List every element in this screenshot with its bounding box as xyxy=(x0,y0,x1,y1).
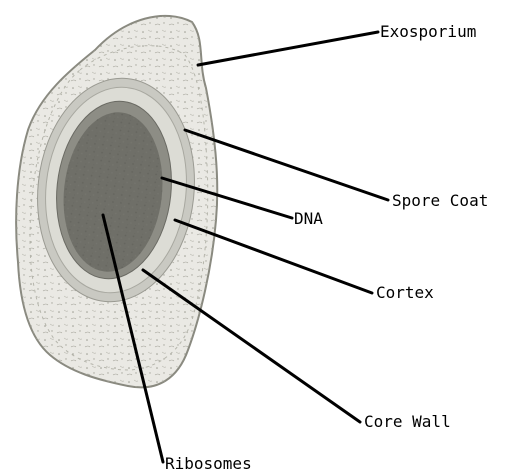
label-exosporium: Exosporium xyxy=(380,22,476,41)
label-cortex: Cortex xyxy=(376,283,434,302)
label-dna: DNA xyxy=(294,209,323,228)
label-ribosomes: Ribosomes xyxy=(165,454,252,473)
label-spore-coat: Spore Coat xyxy=(392,191,488,210)
label-core-wall: Core Wall xyxy=(364,412,451,431)
leader-exosporium xyxy=(198,32,378,65)
